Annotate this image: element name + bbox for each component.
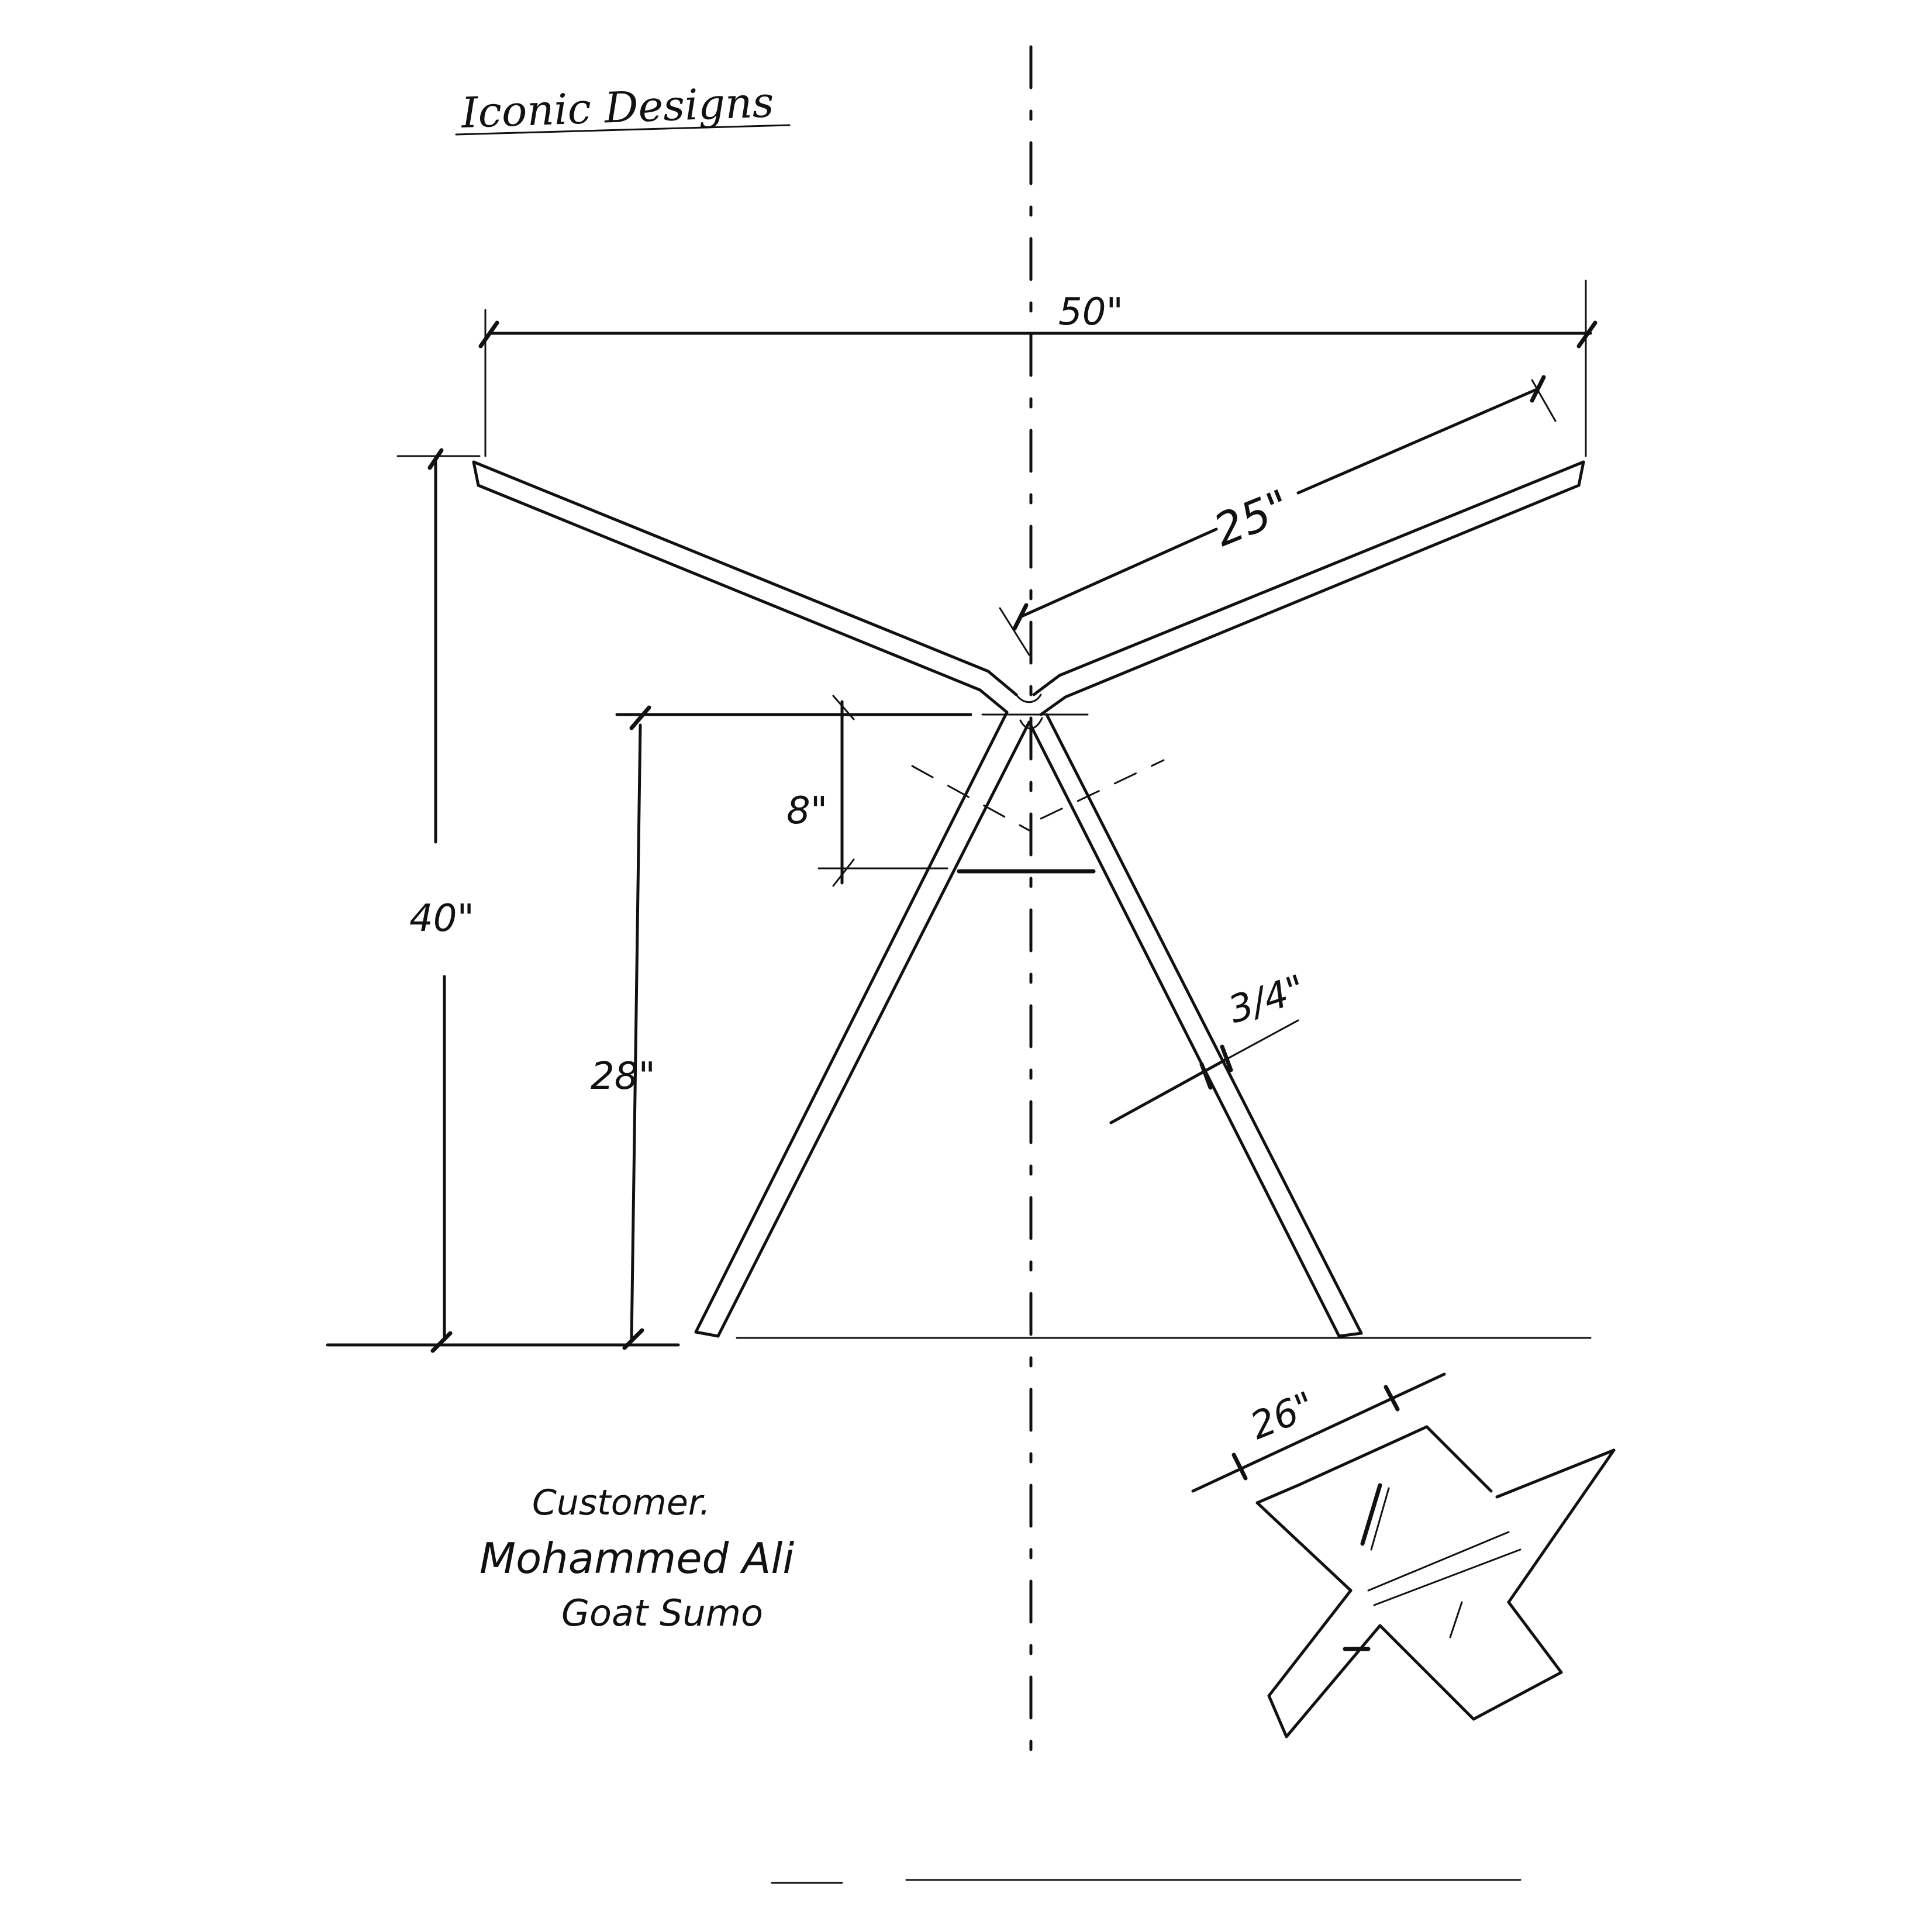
dim-leg-height-label: 28" xyxy=(591,1055,656,1098)
underside-dash-right xyxy=(1040,759,1165,820)
bend-junction xyxy=(1015,694,1043,730)
left-arm xyxy=(472,460,1018,714)
top-view-sketch xyxy=(1191,1372,1616,1738)
dim-arm-length-label: 25" xyxy=(1206,479,1297,557)
dim-bar-thickness-label: 3/4" xyxy=(1223,967,1310,1032)
customer-label: Customer. xyxy=(532,1482,710,1523)
title-underline xyxy=(455,124,791,136)
dim-top-view-width-label: 26" xyxy=(1244,1384,1321,1448)
drawing-title: Iconic Designs xyxy=(460,77,775,137)
right-arm xyxy=(1032,460,1585,716)
left-leg xyxy=(694,710,1031,1338)
customer-project: Goat Sumo xyxy=(561,1592,763,1634)
underside-dash-left xyxy=(911,765,1030,832)
dim-bend-drop xyxy=(817,695,948,887)
dim-bar-thickness xyxy=(1109,1019,1299,1124)
dim-top-width xyxy=(478,280,1598,457)
dim-top-width-label: 50" xyxy=(1058,291,1123,334)
right-leg xyxy=(1027,713,1363,1338)
customer-name: Mohammed Ali xyxy=(479,1534,794,1583)
dim-arm-length xyxy=(999,375,1557,656)
dim-bend-drop-label: 8" xyxy=(786,789,827,833)
dim-leg-height xyxy=(615,705,1089,1350)
dim-total-height-label: 40" xyxy=(409,897,474,940)
dim-total-height xyxy=(396,448,481,1353)
